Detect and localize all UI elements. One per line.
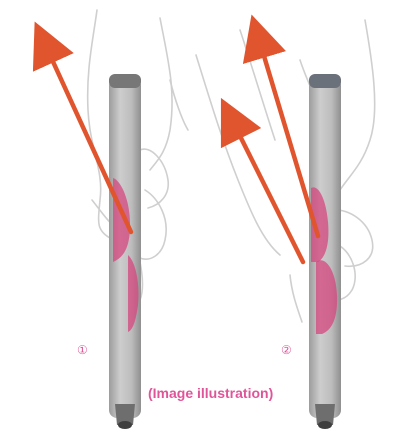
grip-right-icon bbox=[309, 74, 341, 429]
hand-right-icon bbox=[196, 20, 375, 330]
figure-1 bbox=[44, 10, 188, 429]
figure-2 bbox=[196, 20, 375, 429]
grip-left-icon bbox=[109, 74, 141, 429]
image-caption: (Image illustration) bbox=[148, 385, 273, 401]
step-number-1: ① bbox=[77, 343, 88, 357]
step-number-2: ② bbox=[281, 343, 292, 357]
